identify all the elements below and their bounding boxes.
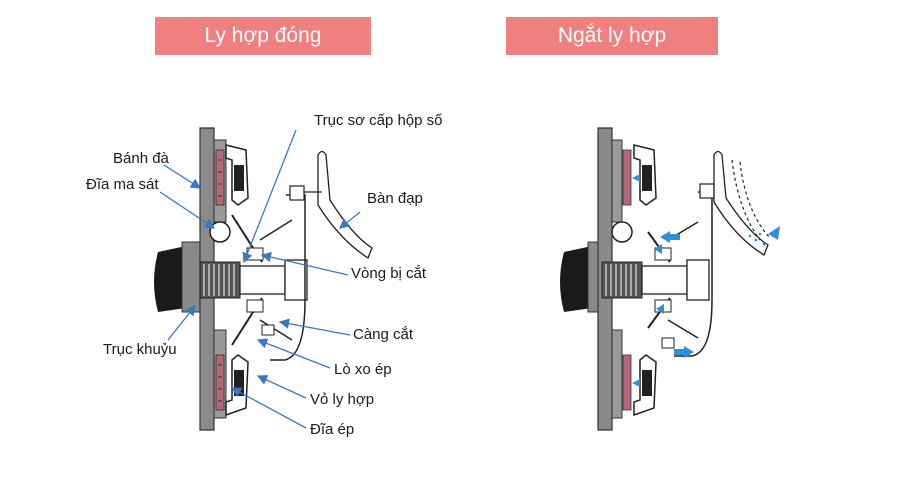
- label-friction-disc: Đĩa ma sát: [86, 176, 159, 193]
- label-pressure-plate: Đĩa ép: [310, 421, 355, 438]
- motion-arrows: [632, 174, 780, 387]
- label-crankshaft: Trục khuỷu: [103, 341, 177, 358]
- engaged-clutch-drawing: [154, 127, 373, 431]
- engaged-leader-lines: [159, 129, 361, 429]
- title-engaged: Ly hợp đóng: [155, 17, 371, 55]
- label-pedal: Bàn đạp: [367, 190, 423, 207]
- crankshaft-shape: [154, 246, 186, 312]
- label-input-shaft: Trục sơ cấp hộp số: [314, 112, 443, 129]
- label-release-bearing: Vòng bị cắt: [351, 265, 427, 282]
- hub-shape: [199, 261, 241, 299]
- friction-disc-shape: [215, 149, 225, 411]
- label-clutch-cover: Vỏ ly hợp: [310, 391, 375, 408]
- pedal-shape: [317, 150, 373, 259]
- disengaged-clutch-drawing: [560, 127, 780, 431]
- label-release-fork: Càng cắt: [353, 326, 414, 343]
- release-fork-shape: [259, 219, 293, 341]
- title-disengaged: Ngắt ly hợp: [506, 17, 718, 55]
- label-flywheel: Bánh đà: [113, 150, 169, 167]
- label-pressure-spring: Lò xo ép: [334, 361, 392, 378]
